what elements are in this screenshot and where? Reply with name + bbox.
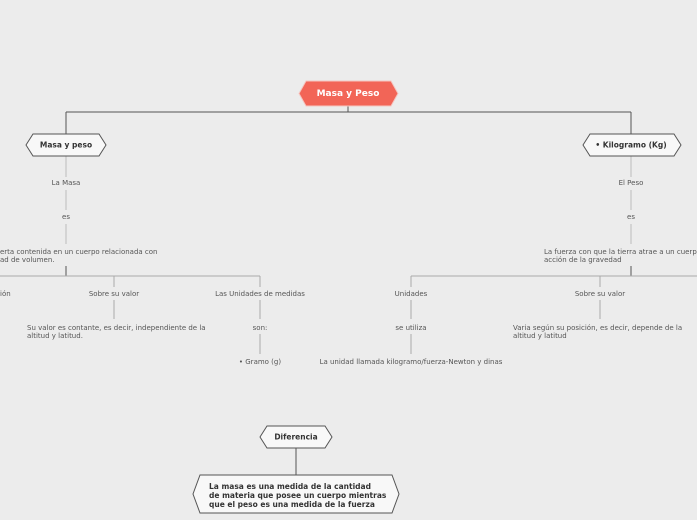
right-value-line-1: Varia según su posición, es decir, depen… xyxy=(513,324,683,332)
left-units-label: Las Unidades de medidas xyxy=(215,290,305,298)
difference-line-1: La masa es una medida de la cantidad xyxy=(209,482,371,491)
left-connector: es xyxy=(62,213,70,221)
left-value-label: Sobre su valor xyxy=(88,290,140,298)
difference-line-3: que el peso es una medida de la fuerza xyxy=(209,500,375,509)
left-value-line-2: altitud y latitud. xyxy=(27,332,83,340)
root-title[interactable]: Masa y Peso xyxy=(316,89,380,99)
right-value-label: Sobre su valor xyxy=(574,290,626,298)
difference-description-shape xyxy=(192,474,400,514)
left-value-line-1: Su valor es contante, es decir, independ… xyxy=(27,324,206,332)
difference-node-shape xyxy=(259,425,333,449)
right-node-title[interactable]: • Kilogramo (Kg) xyxy=(595,140,667,150)
left-units-item: • Gramo (g) xyxy=(238,358,282,366)
left-node-shape xyxy=(25,133,107,157)
right-value-line-2: altitud y latitud xyxy=(513,332,567,340)
right-units-connector: se utiliza xyxy=(395,324,427,332)
right-units-label: Unidades xyxy=(394,290,428,298)
difference-node-title[interactable]: Diferencia xyxy=(274,432,318,442)
right-definition-label: El Peso xyxy=(618,179,644,187)
left-units-connector: son: xyxy=(252,324,268,332)
right-units-item: La unidad llamada kilogramo/fuerza-Newto… xyxy=(319,358,503,366)
root-node-shape xyxy=(298,80,399,107)
right-definition-line-1: La fuerza con que la tierra atrae a un c… xyxy=(544,248,697,256)
left-cut-branch-label: ión xyxy=(0,290,11,298)
left-definition-line-1: erta contenida en un cuerpo relacionada … xyxy=(0,248,158,256)
left-node-title[interactable]: Masa y peso xyxy=(39,140,93,150)
right-definition-line-2: acción de la gravedad xyxy=(544,256,622,264)
left-definition-line-2: ad de volumen. xyxy=(0,256,55,264)
right-connector: es xyxy=(627,213,635,221)
difference-line-2: de materia que posee un cuerpo mientras xyxy=(209,491,387,500)
right-node-shape xyxy=(582,133,682,157)
left-definition-label: La Masa xyxy=(51,179,81,187)
